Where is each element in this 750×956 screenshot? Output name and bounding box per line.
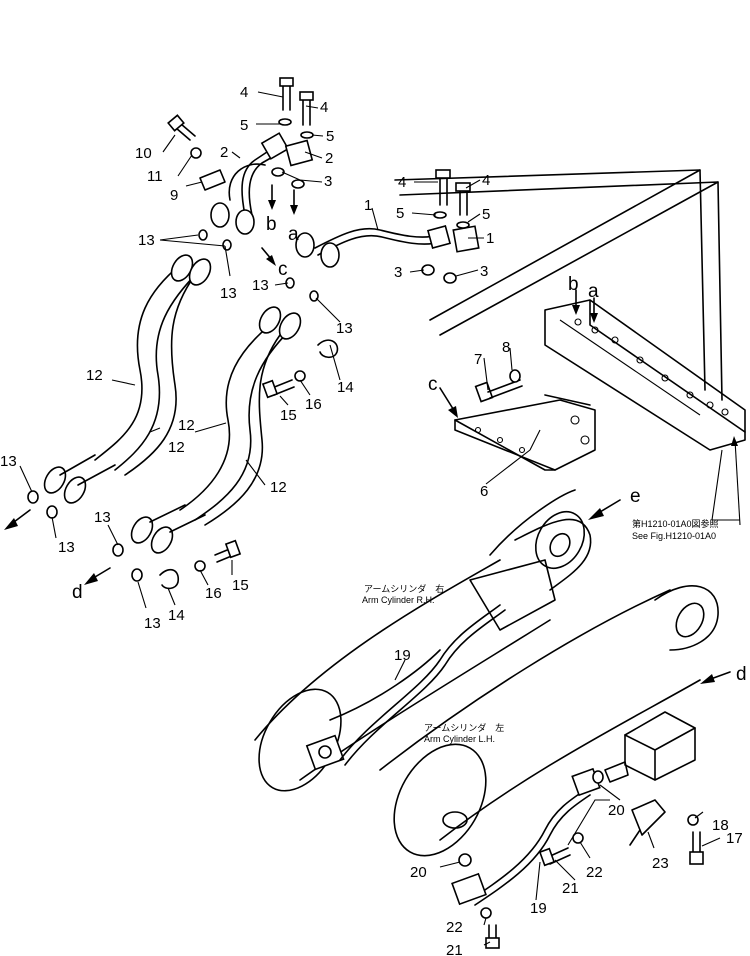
connection-letter-b: b: [266, 214, 277, 235]
connection-letter-e: e: [630, 486, 641, 507]
part-number-label: 16: [305, 396, 322, 413]
part-number-label: 13: [336, 320, 353, 337]
part-number-label: 12: [270, 479, 287, 496]
part-number-labels: 4 4 5 5 2 2 3 10 11 9 4 4 1 5 5 1 3 3 13…: [0, 84, 743, 956]
part-number-label: 9: [170, 187, 178, 204]
part-number-label: 21: [446, 942, 463, 956]
part-number-label: 5: [482, 206, 490, 223]
connection-letter-a: a: [588, 281, 599, 302]
part-number-label: 15: [232, 577, 249, 594]
leader-lines: [19, 91, 740, 946]
part-number-label: 4: [320, 99, 328, 116]
part-number-label: 20: [608, 802, 625, 819]
connection-arrows: [4, 184, 741, 684]
part-number-label: 13: [0, 453, 17, 470]
reference-label-jp: 第H1210-01A0図参照: [632, 518, 719, 529]
lower-fasteners: [27, 339, 339, 590]
connection-letter-c: c: [278, 259, 288, 280]
pipe-2: [228, 132, 314, 216]
part-number-label: 1: [486, 230, 494, 247]
part-number-label: 3: [480, 263, 488, 280]
part-number-label: 13: [144, 615, 161, 632]
part-number-label: 3: [394, 264, 402, 281]
arm-cylinder-rh: [254, 489, 592, 792]
part-number-label: 3: [324, 173, 332, 190]
part-number-label: 10: [135, 145, 152, 162]
pipe-1: [314, 224, 480, 256]
arm-cylinder-lh-label-en: Arm Cylinder L.H.: [424, 734, 495, 744]
connection-letter-c: c: [428, 374, 438, 395]
reference-label-en: See Fig.H1210-01A0: [632, 531, 716, 541]
part-number-label: 17: [726, 830, 743, 847]
part-number-label: 22: [446, 919, 463, 936]
part-number-label: 4: [398, 174, 406, 191]
connection-letter-a: a: [288, 224, 299, 245]
part-number-label: 13: [138, 232, 155, 249]
part-number-label: 15: [280, 407, 297, 424]
part-number-label: 2: [220, 144, 228, 161]
part-number-label: 11: [147, 168, 163, 185]
part-number-label: 23: [652, 855, 669, 872]
part-number-label: 5: [396, 205, 404, 222]
arm-cylinder-rh-label-en: Arm Cylinder R.H.: [362, 595, 435, 605]
part-number-label: 5: [240, 117, 248, 134]
part-number-label: 8: [502, 339, 510, 356]
part-number-label: 5: [326, 128, 334, 145]
part-number-label: 19: [530, 900, 547, 917]
boom-frame: [394, 169, 746, 451]
part-number-label: 7: [474, 351, 482, 368]
arm-cylinder-lh: [379, 585, 719, 857]
cylinder-labels: アームシリンダ 右 Arm Cylinder R.H. アームシリンダ 左 Ar…: [362, 518, 719, 744]
arm-cylinder-lh-label-jp: アームシリンダ 左: [424, 722, 504, 733]
part-number-label: 14: [337, 379, 354, 396]
part-number-label: 21: [562, 880, 579, 897]
part-number-label: 12: [168, 439, 185, 456]
connection-letters: b a c b a c e d d: [72, 214, 747, 685]
lh-fasteners: [458, 761, 704, 949]
hose-19: [339, 604, 601, 906]
connection-letter-b: b: [568, 274, 579, 295]
hoses-12: [43, 254, 302, 554]
arm-cylinder-rh-label-jp: アームシリンダ 右: [364, 583, 444, 594]
part-number-label: 1: [364, 197, 372, 214]
part-number-label: 12: [178, 417, 195, 434]
part-number-label: 4: [482, 172, 490, 189]
part-number-label: 12: [86, 367, 103, 384]
upper-fasteners: [167, 77, 471, 284]
part-number-label: 20: [410, 864, 427, 881]
part-number-label: 6: [480, 483, 488, 500]
part-number-label: 19: [394, 647, 411, 664]
part-number-label: 13: [252, 277, 269, 294]
part-number-label: 13: [58, 539, 75, 556]
connection-letter-d: d: [736, 664, 747, 685]
part-number-label: 13: [94, 509, 111, 526]
part-number-label: 4: [240, 84, 248, 101]
bolt-7: [474, 379, 523, 403]
part-number-label: 22: [586, 864, 603, 881]
part-number-label: 2: [325, 150, 333, 167]
part-number-label: 14: [168, 607, 185, 624]
bracket-6: [454, 394, 596, 471]
part-number-label: 13: [220, 285, 237, 302]
washer-8: [509, 369, 521, 383]
flanges-upper: [198, 202, 340, 302]
connection-letter-d: d: [72, 582, 83, 603]
part-number-label: 16: [205, 585, 222, 602]
part-number-label: 18: [712, 817, 729, 834]
